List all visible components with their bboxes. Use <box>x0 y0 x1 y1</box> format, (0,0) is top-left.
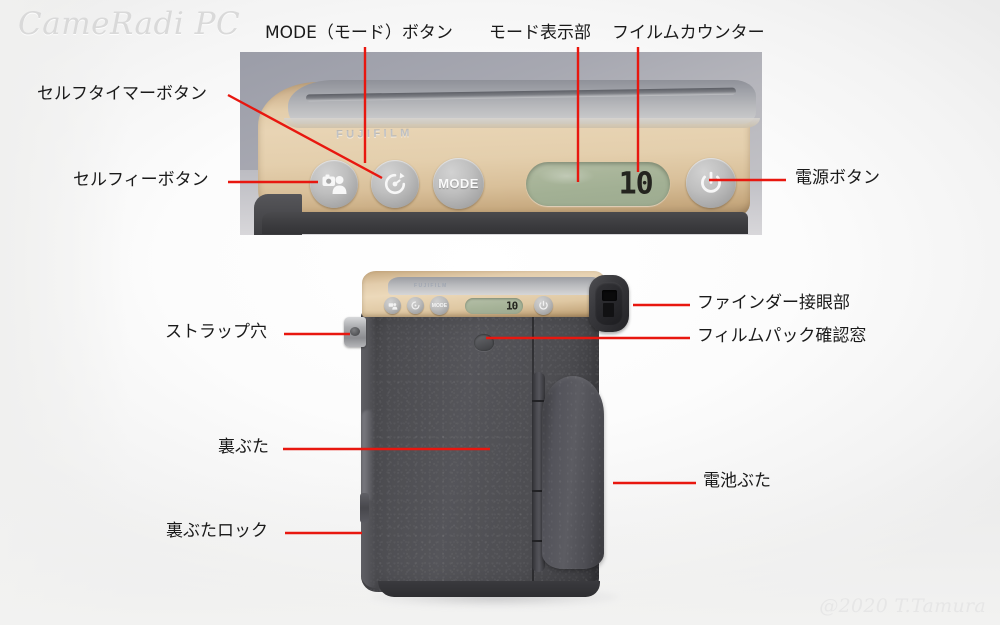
film-pack-window <box>474 334 494 351</box>
viewfinder-window <box>602 290 617 301</box>
camera-bottom-foot <box>378 581 600 597</box>
power-button[interactable] <box>686 158 736 208</box>
label-self-timer: セルフタイマーボタン <box>37 84 207 104</box>
fujifilm-emboss-text: FUJIFILM <box>335 127 413 141</box>
hinge-segment <box>532 400 545 402</box>
fujifilm-emboss-small: FUJIFILM <box>414 283 448 289</box>
label-mode-display: モード表示部 <box>489 23 591 43</box>
mode-display-lcd: 10 <box>526 162 670 206</box>
self-timer-icon <box>384 172 406 195</box>
self-timer-icon-small <box>411 301 420 310</box>
label-back-cover: 裏ぶた <box>218 437 269 457</box>
mode-display-lcd-small: 10 <box>465 298 523 314</box>
label-battery-door: 電池ぶた <box>703 471 771 491</box>
label-power: 電源ボタン <box>795 168 880 188</box>
viewfinder-eyepiece <box>589 275 629 332</box>
battery-door-hinge <box>532 372 545 572</box>
brand-watermark: CameRadi PC <box>18 6 241 42</box>
label-strap-hole: ストラップ穴 <box>165 322 267 342</box>
lcd-sheen <box>537 167 596 185</box>
power-icon-small <box>539 300 548 310</box>
panel-edge-highlight <box>284 118 760 128</box>
viewfinder-ring <box>595 282 623 325</box>
power-icon <box>701 171 721 193</box>
label-mode-button: MODE（モード）ボタン <box>265 23 453 43</box>
self-timer-button-small[interactable] <box>407 297 424 314</box>
battery-door-texture <box>542 376 604 569</box>
selfie-icon <box>322 174 346 194</box>
film-eject-panel-small <box>388 277 600 295</box>
strap-hole <box>350 327 360 336</box>
film-counter-digits: 10 <box>618 166 654 202</box>
mode-button-small[interactable]: MODE <box>430 296 449 315</box>
camera-body-dark-strip <box>262 212 748 234</box>
self-timer-button[interactable] <box>371 160 419 208</box>
selfie-button[interactable] <box>310 160 358 208</box>
camera-gold-top-band: FUJIFILM MODE 10 <box>362 271 606 317</box>
mode-button-label: MODE <box>438 176 479 191</box>
hinge-segment <box>532 490 545 492</box>
mode-button[interactable]: MODE <box>433 158 484 209</box>
selfie-button-small[interactable] <box>384 297 401 314</box>
label-film-counter: フイルムカウンター <box>612 23 765 43</box>
camera-top-detail-photo: FUJIFILM <box>240 52 762 235</box>
body-side-gloss <box>362 410 374 500</box>
strap-lug <box>344 317 366 347</box>
selfie-icon-small <box>388 302 397 310</box>
label-back-cover-lock: 裏ぶたロック <box>166 521 268 541</box>
camera-back-photo: FUJIFILM MODE 10 <box>344 255 661 607</box>
copyright-watermark: @2020 T.Tamura <box>819 595 986 617</box>
viewfinder-window-lower <box>603 303 614 317</box>
label-selfie: セルフィーボタン <box>73 170 209 190</box>
back-cover-lock <box>360 493 369 523</box>
camera-top-panel: FUJIFILM <box>258 80 760 217</box>
film-counter-digits-small: 10 <box>505 299 518 313</box>
power-button-small[interactable] <box>534 296 553 315</box>
label-film-pack-window: フィルムパック確認窓 <box>697 326 867 346</box>
battery-door <box>542 376 604 569</box>
hinge-segment <box>532 540 545 542</box>
label-viewfinder: ファインダー接眼部 <box>697 293 850 313</box>
mode-button-small-label: MODE <box>431 302 448 309</box>
